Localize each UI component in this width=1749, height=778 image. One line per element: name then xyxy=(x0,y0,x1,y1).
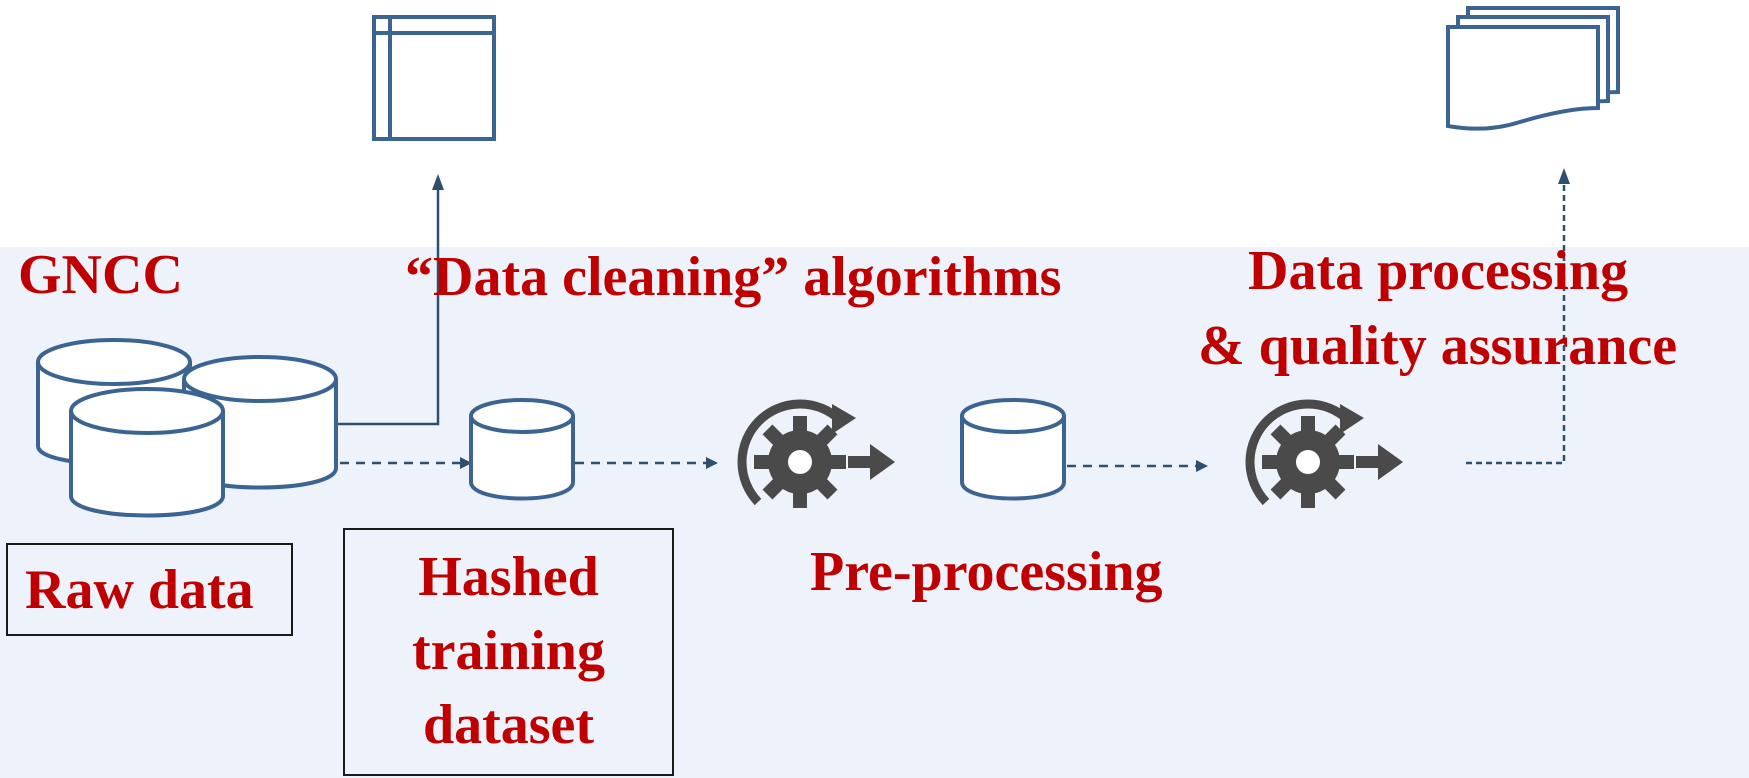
processing-gear-icon xyxy=(1245,399,1403,508)
hashed-label-line2: training xyxy=(412,620,605,682)
raw-data-box: Raw data xyxy=(6,543,293,636)
hashed-label-line1: Hashed xyxy=(418,546,599,608)
processing-connector xyxy=(1466,168,1570,465)
hashed-dataset-box: Hashed training dataset xyxy=(343,528,674,776)
pre-processing-label: Pre-processing xyxy=(810,541,1163,603)
data-processing-label-line1: Data processing xyxy=(1248,240,1629,302)
gncc-label: GNCC xyxy=(18,244,183,306)
top-title-fragment xyxy=(632,0,654,2)
data-cleaning-label: “Data cleaning” algorithms xyxy=(405,246,1062,308)
hashed-dataset-label: Hashed training dataset xyxy=(345,540,672,762)
hashed-database-icon xyxy=(469,398,575,501)
raw-data-label: Raw data xyxy=(25,559,254,621)
background-band xyxy=(0,247,1749,778)
processed-database-icon xyxy=(960,398,1066,501)
cleaning-connector xyxy=(336,174,444,426)
document-window-icon xyxy=(372,15,496,141)
database-cluster-icon xyxy=(36,338,338,518)
data-processing-label-line2: & quality assurance xyxy=(1198,315,1678,377)
stacked-documents-icon xyxy=(1446,6,1620,131)
hashed-label-line3: dataset xyxy=(422,694,595,756)
preprocessing-gear-icon xyxy=(737,399,895,508)
